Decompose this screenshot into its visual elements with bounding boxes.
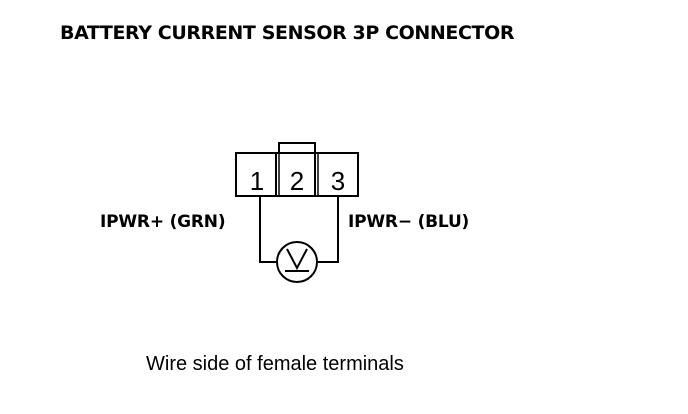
probe-wire-positive — [259, 196, 276, 263]
pin-3-number: 3 — [331, 166, 345, 196]
pin-1-number: 1 — [250, 166, 264, 196]
negative-wire-label: IPWR− (BLU) — [348, 212, 470, 232]
voltmeter-icon — [276, 241, 318, 283]
positive-wire-label: IPWR+ (GRN) — [100, 212, 226, 232]
connector-body — [235, 152, 359, 197]
voltmeter-symbol — [286, 248, 308, 271]
diagram-title: BATTERY CURRENT SENSOR 3P CONNECTOR — [60, 22, 515, 44]
probe-wire-negative — [318, 196, 339, 263]
pin-2-number: 2 — [290, 166, 304, 196]
connector-lock-tab — [278, 142, 316, 154]
diagram-caption: Wire side of female terminals — [146, 353, 404, 375]
